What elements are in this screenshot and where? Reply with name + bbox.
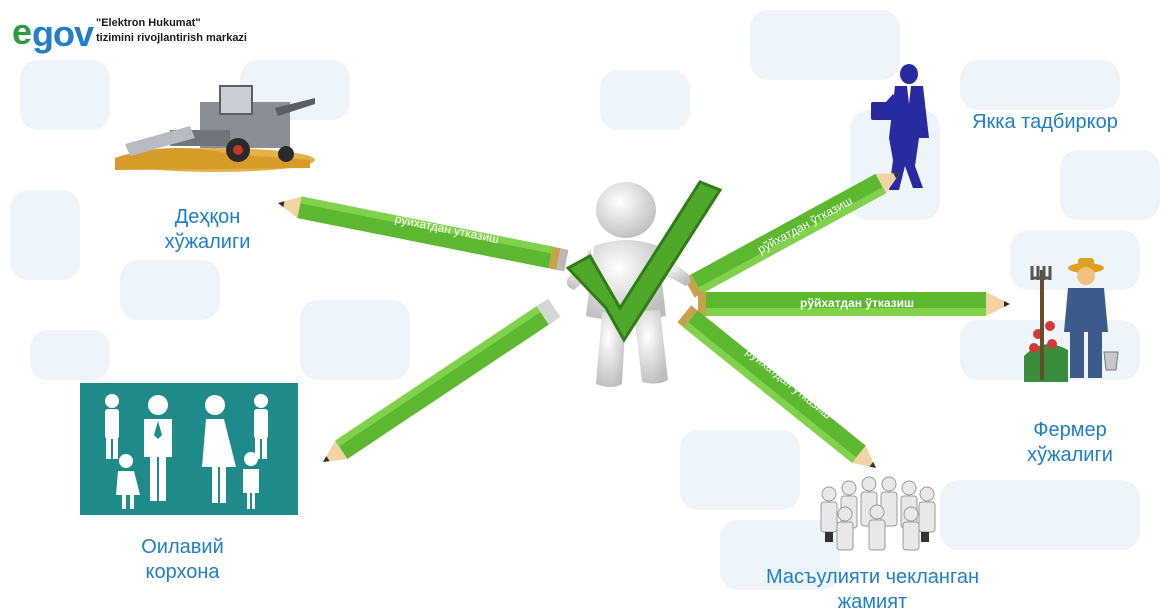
pencil-to-dehqon [278, 196, 569, 272]
pencil-to-masuliyati [677, 305, 876, 468]
pencil-to-yakka [684, 173, 900, 298]
pencil-to-oilaviy [323, 298, 561, 462]
background-block [300, 300, 410, 380]
combine-harvester-icon [110, 78, 320, 178]
background-block [20, 60, 110, 130]
background-block [940, 480, 1140, 550]
label-fermer: Фермер хўжалиги [1027, 419, 1113, 466]
background-block [750, 10, 900, 80]
pencil-to-fermer [698, 292, 1010, 316]
label-yakka: Якка тадбиркор [972, 111, 1118, 133]
logo-line-2: tizimini rivojlantirish markazi [96, 32, 247, 44]
person-with-checkmark-icon [560, 180, 730, 400]
background-block [600, 70, 690, 130]
background-block [10, 190, 80, 280]
family-icon [80, 383, 298, 515]
farmer-icon [1020, 256, 1128, 386]
background-block [1060, 150, 1160, 220]
background-block [30, 330, 110, 380]
label-masuliyati: Масъулияти чекланган жамият [765, 566, 979, 613]
pencil-label: рўйхатдан ўтказиш [800, 296, 915, 310]
logo-line-1: "Elektron Hukumat" [96, 17, 201, 29]
background-block [960, 60, 1120, 110]
label-oilaviy: Оилавий корхона [141, 536, 224, 583]
businessman-icon [865, 64, 940, 196]
background-block [720, 520, 840, 590]
background-block [120, 260, 220, 320]
group-of-people-icon [815, 470, 940, 555]
logo-mark-e: e [12, 11, 33, 52]
logo-mark-gov: gov [32, 13, 94, 54]
label-dehqon: Деҳқон хўжалиги [164, 206, 251, 253]
background-block [680, 430, 800, 510]
